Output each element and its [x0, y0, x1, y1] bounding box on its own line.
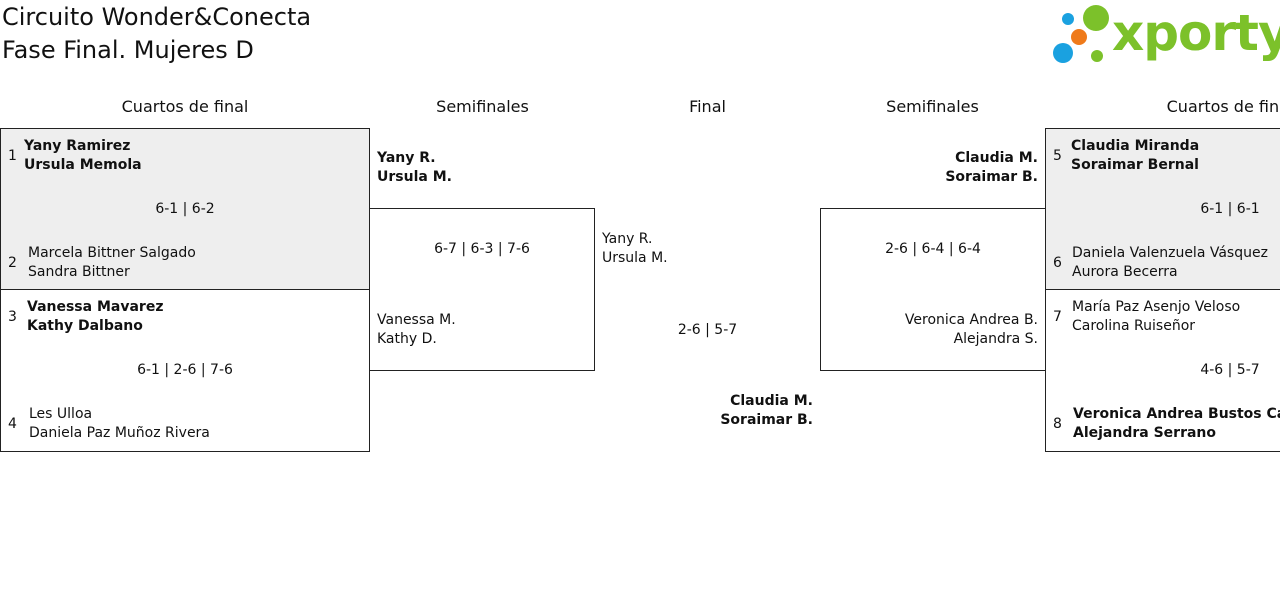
match-score: 6-1 | 6-1	[1200, 201, 1260, 217]
player-name: Veronica Andrea Bustos Calderón	[1073, 406, 1280, 422]
tournament-title: Circuito Wonder&Conecta	[2, 3, 312, 31]
player-name: Yany R.	[377, 150, 436, 166]
tournament-subtitle: Fase Final. Mujeres D	[2, 36, 254, 64]
header-right-semifinals: Semifinales	[886, 97, 979, 116]
match-score: 4-6 | 5-7	[1200, 362, 1260, 378]
seed-number: 2	[8, 255, 17, 271]
header-final: Final	[689, 97, 726, 116]
player-name: Soraimar Bernal	[1071, 157, 1199, 173]
seed-number: 8	[1053, 416, 1062, 432]
player-name: Marcela Bittner Salgado	[28, 245, 196, 261]
match-score: 6-7 | 6-3 | 7-6	[434, 241, 530, 257]
player-name: Veronica Andrea B.	[904, 312, 1038, 328]
player-name: Ursula M.	[602, 250, 668, 266]
player-name: Yany Ramirez	[24, 138, 131, 154]
match-score: 6-1 | 6-2	[155, 201, 215, 217]
match-right-qf1[interactable]: 5 Claudia Miranda Soraimar Bernal 6-1 | …	[1045, 128, 1280, 290]
player-name: Les Ulloa	[29, 406, 93, 422]
match-final[interactable]: Yany R. Ursula M. 2-6 | 5-7 Claudia M. S…	[595, 128, 820, 438]
player-name: Vanessa M.	[377, 312, 456, 328]
match-score: 2-6 | 6-4 | 6-4	[885, 241, 981, 257]
player-name: Carolina Ruiseñor	[1072, 318, 1196, 334]
seed-number: 7	[1053, 309, 1062, 325]
bracket-line	[370, 370, 595, 371]
player-name: Kathy Dalbano	[27, 318, 143, 334]
player-name: Kathy D.	[377, 331, 437, 347]
match-right-qf2-clip: 7 María Paz Asenjo Veloso Carolina Ruise…	[1045, 289, 1280, 452]
bracket-line	[820, 208, 821, 371]
player-name: Claudia M.	[730, 393, 813, 409]
seed-number: 6	[1053, 255, 1062, 271]
player-name: Alejandra S.	[953, 331, 1038, 347]
player-name: Daniela Paz Muñoz Rivera	[29, 425, 210, 441]
match-right-sf[interactable]: Claudia M. Soraimar B. 2-6 | 6-4 | 6-4 V…	[820, 128, 1045, 371]
player-name: Vanessa Mavarez	[27, 299, 164, 315]
xporty-logo: xporty	[1050, 4, 1280, 68]
match-left-sf[interactable]: Yany R. Ursula M. 6-7 | 6-3 | 7-6 Vaness…	[370, 128, 595, 371]
player-name: Ursula M.	[377, 169, 452, 185]
header-left-quarterfinals: Cuartos de final	[121, 97, 249, 116]
player-name: Claudia Miranda	[1071, 138, 1200, 154]
header-left-semifinals: Semifinales	[436, 97, 529, 116]
player-name: Yany R.	[602, 231, 653, 247]
match-right-qf1-clip: 5 Claudia Miranda Soraimar Bernal 6-1 | …	[1045, 128, 1280, 290]
player-name: Daniela Valenzuela Vásquez	[1072, 245, 1268, 261]
player-name: Ursula Memola	[24, 157, 142, 173]
match-left-qf1[interactable]: 1 Yany Ramirez Ursula Memola 6-1 | 6-2 2…	[0, 128, 370, 290]
player-name: Aurora Becerra	[1072, 264, 1178, 280]
bracket-line	[820, 208, 1045, 209]
match-left-qf2[interactable]: 3 Vanessa Mavarez Kathy Dalbano 6-1 | 2-…	[0, 289, 370, 452]
xporty-logo-text: xporty	[1112, 4, 1280, 62]
player-name: Claudia M.	[955, 150, 1038, 166]
xporty-logo-dots-icon	[1053, 5, 1109, 63]
player-name: Soraimar B.	[945, 169, 1038, 185]
header-right-quarterfinals: Cuartos de final	[1166, 97, 1280, 116]
bracket-line	[820, 370, 1045, 371]
player-name: Soraimar B.	[720, 412, 813, 428]
seed-number: 1	[8, 148, 17, 164]
match-score: 6-1 | 2-6 | 7-6	[137, 362, 233, 378]
player-name: María Paz Asenjo Veloso	[1072, 299, 1241, 315]
match-right-qf2[interactable]: 7 María Paz Asenjo Veloso Carolina Ruise…	[1045, 289, 1280, 452]
bracket-line	[370, 208, 595, 209]
seed-number: 5	[1053, 148, 1062, 164]
match-score: 2-6 | 5-7	[677, 322, 738, 338]
player-name: Alejandra Serrano	[1073, 425, 1217, 441]
seed-number: 4	[8, 416, 17, 432]
bracket-line	[594, 208, 595, 371]
player-name: Sandra Bittner	[28, 264, 130, 280]
seed-number: 3	[8, 309, 17, 325]
